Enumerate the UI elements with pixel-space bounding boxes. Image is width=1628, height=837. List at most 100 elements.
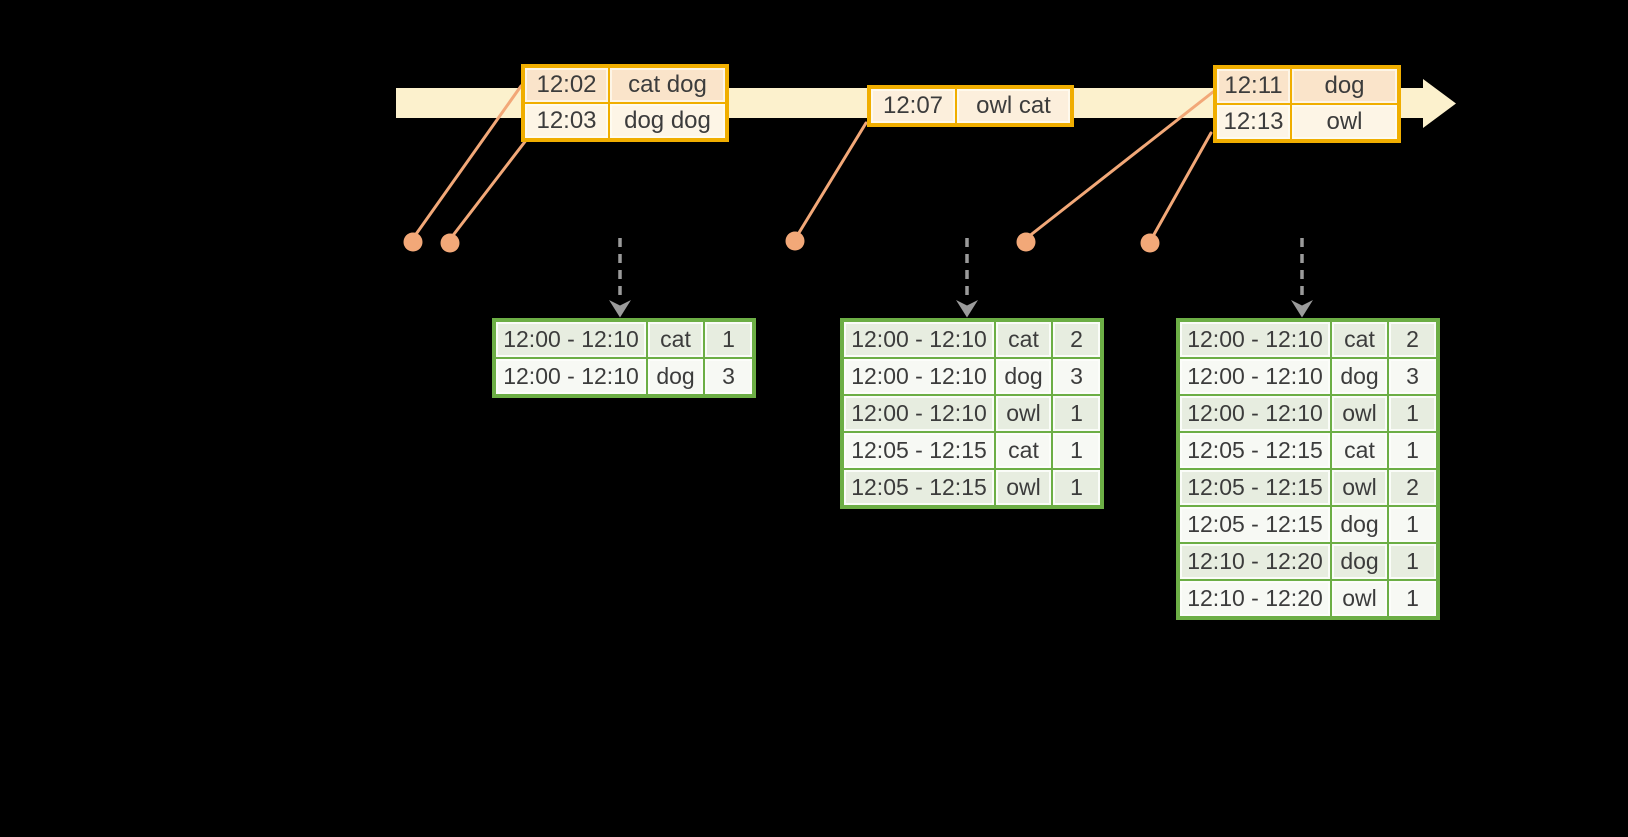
table-cell: dog <box>995 358 1052 395</box>
table-cell: owl <box>1291 104 1398 140</box>
table-cell: 12:10 - 12:20 <box>1179 580 1331 617</box>
table-cell: cat dog <box>609 67 726 103</box>
table-cell: cat <box>995 432 1052 469</box>
table-cell: 12:10 - 12:20 <box>1179 543 1331 580</box>
table-cell: 12:00 - 12:10 <box>495 321 647 358</box>
event-marker-dot <box>1016 232 1036 252</box>
table-cell: 1 <box>1388 395 1437 432</box>
table-cell: owl cat <box>956 88 1071 124</box>
table-cell: cat <box>647 321 704 358</box>
table-cell: 12:07 <box>870 88 956 124</box>
table-cell: 1 <box>1388 543 1437 580</box>
dashed-down-arrow-icon <box>1291 238 1313 318</box>
table-cell: 2 <box>1388 321 1437 358</box>
table-cell: owl <box>995 395 1052 432</box>
leader-line <box>795 121 868 238</box>
timeline-arrowhead-icon <box>1423 79 1456 128</box>
table-cell: 12:00 - 12:10 <box>843 321 995 358</box>
table-cell: 3 <box>1388 358 1437 395</box>
event-marker-dot <box>1140 233 1160 253</box>
event-marker-dot <box>403 232 423 252</box>
table-cell: 12:05 - 12:15 <box>1179 432 1331 469</box>
leader-line <box>1150 131 1213 240</box>
table-cell: 12:03 <box>524 103 609 139</box>
table-cell: dog <box>1331 543 1388 580</box>
table-cell: 12:05 - 12:15 <box>1179 469 1331 506</box>
table-cell: 12:00 - 12:10 <box>843 395 995 432</box>
table-cell: owl <box>1331 395 1388 432</box>
leader-line <box>412 84 523 239</box>
table-cell: 1 <box>1052 469 1101 506</box>
table-cell: 12:05 - 12:15 <box>843 432 995 469</box>
table-cell: dog <box>1331 506 1388 543</box>
table-cell: 12:05 - 12:15 <box>1179 506 1331 543</box>
table-cell: 1 <box>1052 432 1101 469</box>
table-cell: dog <box>1331 358 1388 395</box>
table-cell: 1 <box>1052 395 1101 432</box>
dashed-down-arrow-icon <box>609 238 631 318</box>
leader-line <box>1026 90 1215 239</box>
table-cell: cat <box>995 321 1052 358</box>
table-cell: 12:11 <box>1216 68 1291 104</box>
event-marker-dot <box>440 233 460 253</box>
table-cell: dog <box>647 358 704 395</box>
table-cell: 1 <box>1388 506 1437 543</box>
table-cell: dog <box>1291 68 1398 104</box>
table-cell: owl <box>1331 469 1388 506</box>
table-cell: 3 <box>704 358 753 395</box>
table-cell: 12:00 - 12:10 <box>843 358 995 395</box>
table-cell: 12:00 - 12:10 <box>1179 321 1331 358</box>
table-cell: 3 <box>1052 358 1101 395</box>
leader-line <box>449 137 529 240</box>
table-cell: dog dog <box>609 103 726 139</box>
table-cell: 1 <box>704 321 753 358</box>
table-cell: 12:05 - 12:15 <box>843 469 995 506</box>
table-cell: 12:13 <box>1216 104 1291 140</box>
table-cell: cat <box>1331 321 1388 358</box>
table-cell: owl <box>995 469 1052 506</box>
table-cell: 1 <box>1388 432 1437 469</box>
table-cell: 12:00 - 12:10 <box>1179 358 1331 395</box>
table-cell: 1 <box>1388 580 1437 617</box>
table-cell: cat <box>1331 432 1388 469</box>
table-cell: 2 <box>1388 469 1437 506</box>
table-cell: 12:02 <box>524 67 609 103</box>
table-cell: 12:00 - 12:10 <box>495 358 647 395</box>
table-cell: 2 <box>1052 321 1101 358</box>
event-marker-dot <box>785 231 805 251</box>
table-cell: 12:00 - 12:10 <box>1179 395 1331 432</box>
